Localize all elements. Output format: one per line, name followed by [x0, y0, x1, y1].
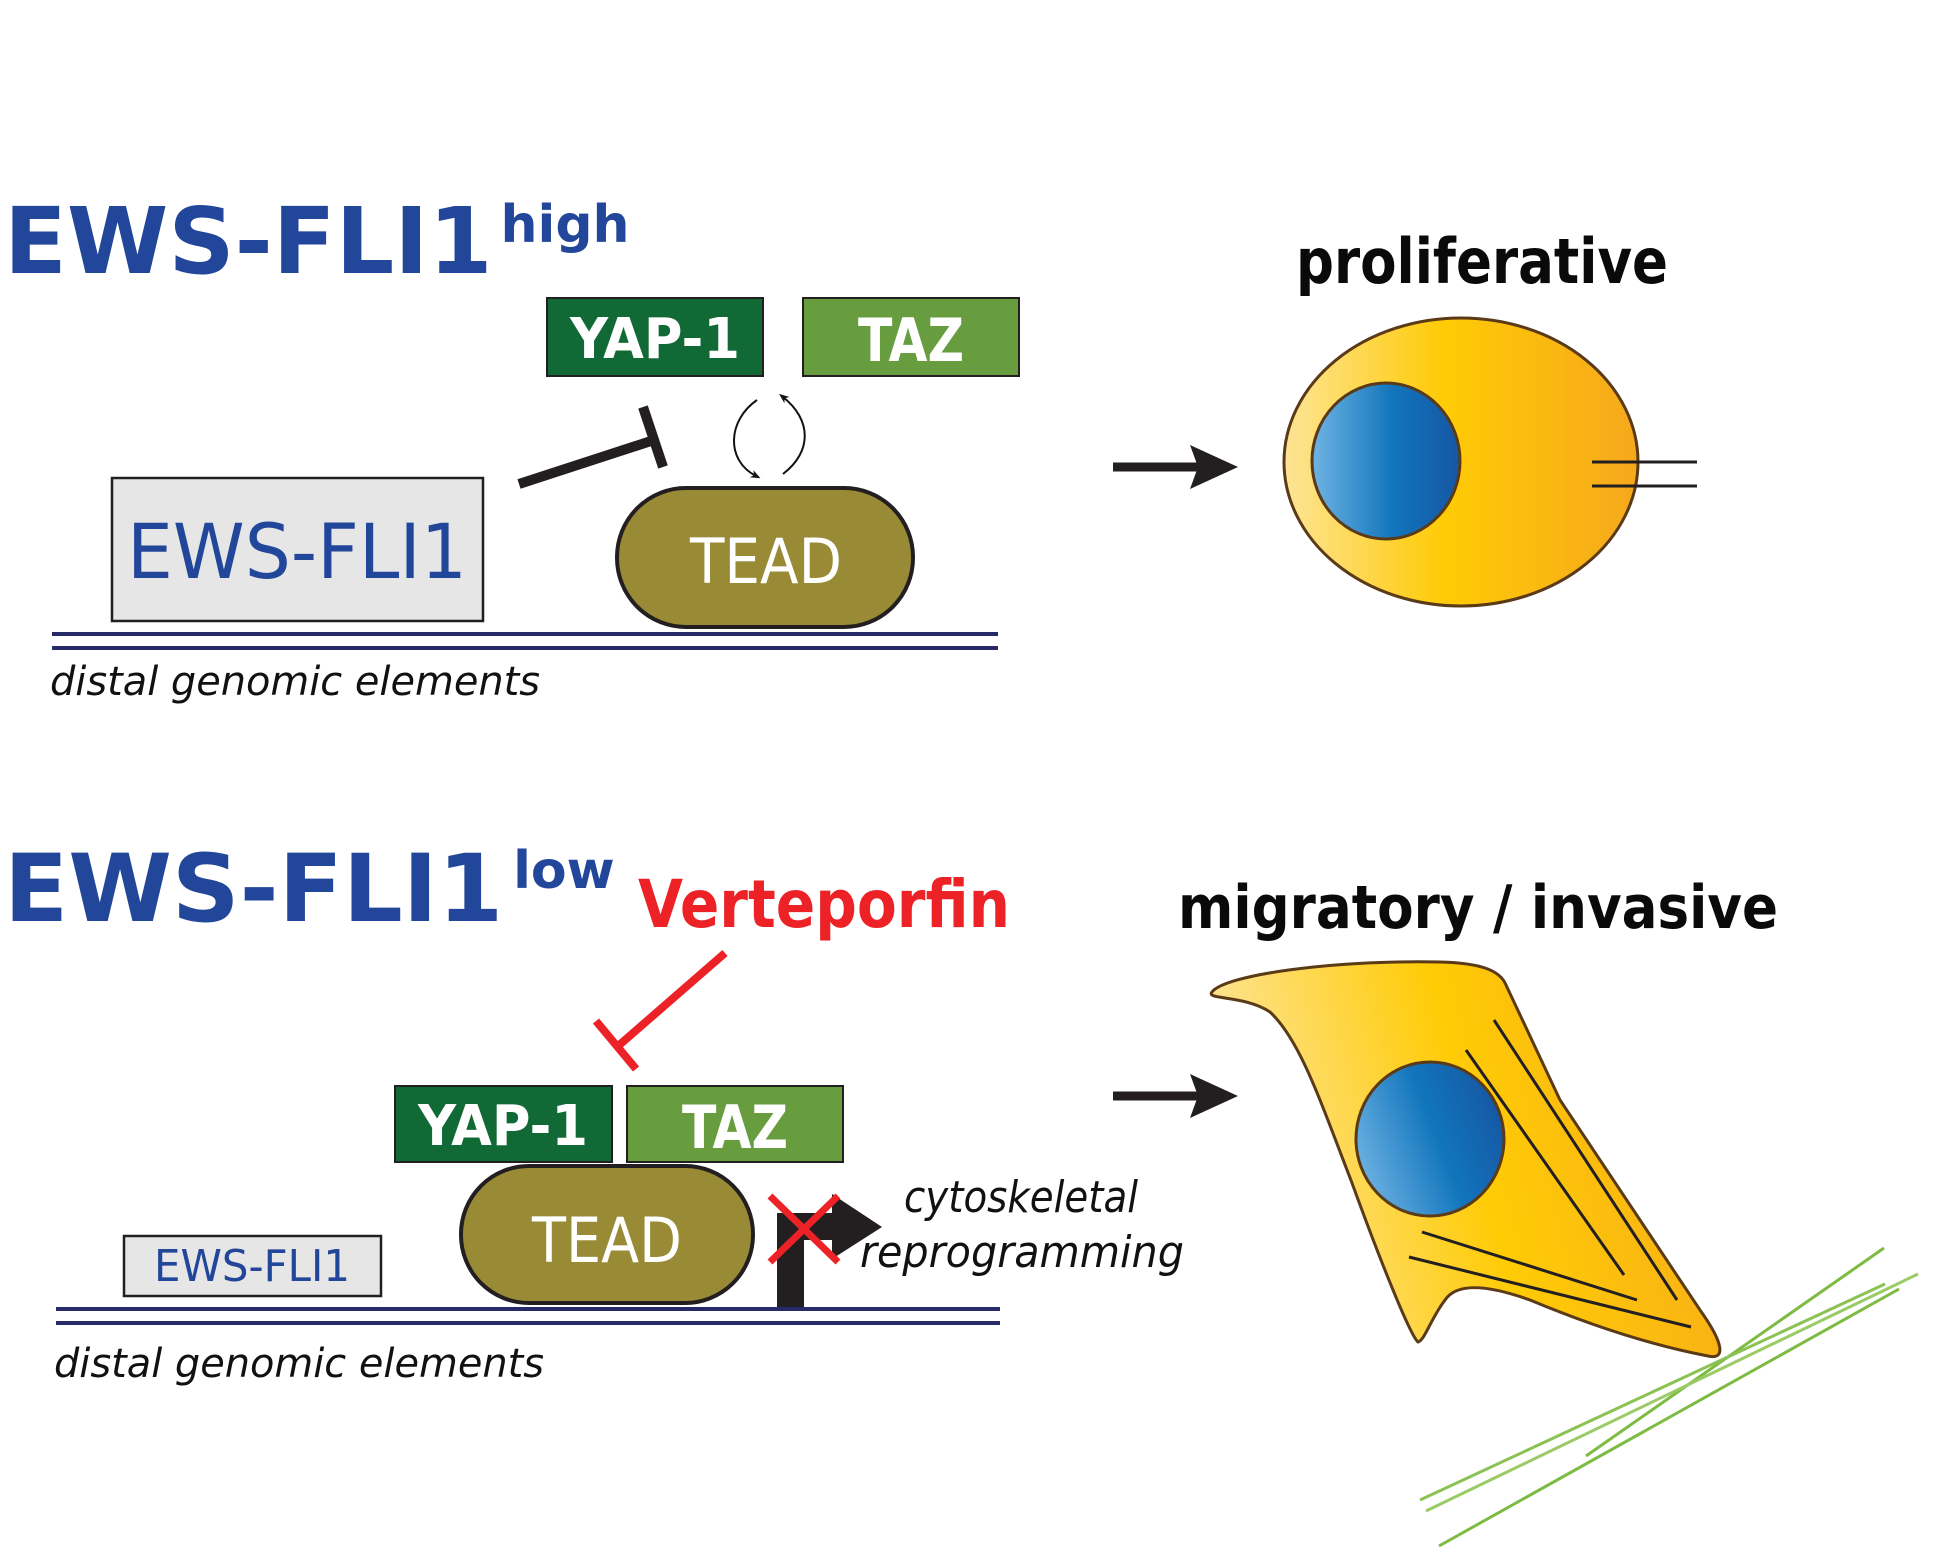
bottom-ews-fli1-box-rect: [122, 1234, 383, 1298]
top-inhibition-line: [517, 436, 653, 489]
verteporfin-inhibition-arrow: [592, 949, 728, 1072]
bottom-dna: [56, 1307, 1000, 1325]
bottom-dna-caption: distal genomic elements: [54, 1341, 544, 1387]
bottom-arrow-icon: [1113, 1074, 1238, 1118]
bottom-tead: TEAD: [459, 1164, 755, 1305]
cycle-arrow-up: [779, 393, 806, 475]
top-dna-caption: distal genomic elements: [50, 659, 540, 705]
top-yap1-label: YAP-1: [569, 307, 740, 372]
bottom-yap1-box: YAP-1: [394, 1085, 613, 1163]
cycle-arrow-down: [733, 399, 761, 479]
top-title-superscript: high: [500, 195, 629, 255]
cell-nucleus: [1310, 381, 1462, 541]
top-ews-fli1-box-label: EWS-FLI1: [127, 507, 467, 596]
top-taz-rect: [802, 297, 1020, 377]
verteporfin-inhibition-line: [614, 949, 728, 1051]
top-title-main: EWS-FLI1: [4, 188, 492, 295]
stress-fiber-1: [1492, 1019, 1679, 1301]
stress-fiber-3: [1421, 1230, 1638, 1302]
top-phenotype-label: proliferative: [1296, 225, 1668, 298]
bottom-taz-label: TAZ: [682, 1093, 788, 1163]
top-tead-shape: [615, 486, 915, 629]
target-label-line1: cytoskeletal: [904, 1172, 1139, 1223]
stress-fiber-4: [1408, 1255, 1692, 1329]
verteporfin-inhibition-bar: [592, 1018, 640, 1072]
top-taz-box: TAZ: [802, 297, 1020, 377]
bottom-taz-box: TAZ: [626, 1085, 844, 1163]
bottom-yap1-rect: [394, 1085, 613, 1163]
bottom-tead-label: TEAD: [531, 1204, 682, 1277]
top-tead-label: TEAD: [689, 525, 842, 598]
bottom-phenotype-label: migratory / invasive: [1178, 873, 1778, 943]
top-arrow-icon: [1113, 445, 1238, 489]
proliferative-cell-icon: [1282, 316, 1697, 608]
bottom-ews-fli1-box-label: EWS-FLI1: [154, 1241, 350, 1292]
top-dna: [52, 632, 998, 650]
bottom-title-superscript: low: [513, 841, 615, 901]
top-inhibition-bar: [638, 405, 668, 469]
blocked-x-icon: [767, 1193, 841, 1265]
migratory-cell-icon: [1209, 960, 1722, 1359]
ecm-fibers-icon: [1419, 1246, 1919, 1548]
bottom-ews-fli1-box: EWS-FLI1: [122, 1234, 383, 1298]
top-yap1-rect: [546, 297, 764, 377]
cycle-arrows-icon: [733, 393, 806, 479]
top-ews-fli1-box-rect: [110, 476, 485, 623]
verteporfin-label: Verteporfin: [638, 866, 1010, 943]
top-tead: TEAD: [615, 486, 915, 629]
bottom-taz-rect: [626, 1085, 844, 1163]
stress-fiber-2: [1464, 1049, 1626, 1276]
top-inhibition-arrow: [517, 405, 668, 489]
target-label-line2: reprogramming: [860, 1227, 1184, 1278]
top-yap1-box: YAP-1: [546, 297, 764, 377]
bottom-tead-shape: [459, 1164, 755, 1305]
top-ews-fli1-box: EWS-FLI1: [110, 476, 485, 623]
bottom-title-main: EWS-FLI1: [4, 835, 503, 944]
top-taz-label: TAZ: [858, 306, 964, 376]
bottom-yap1-label: YAP-1: [417, 1094, 588, 1159]
migratory-cell-nucleus: [1354, 1060, 1506, 1218]
